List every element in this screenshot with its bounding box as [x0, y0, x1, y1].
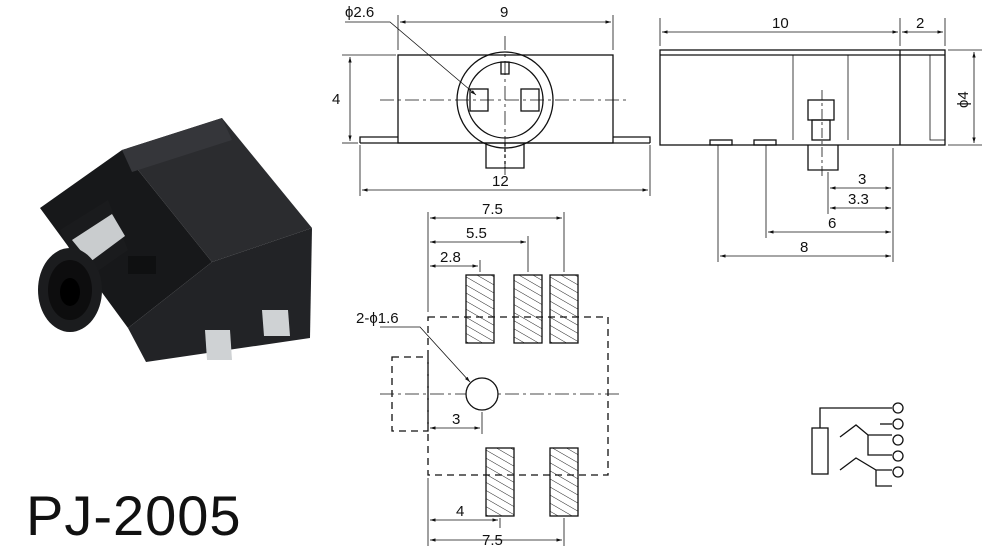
jack-top-rail: [122, 118, 232, 172]
product-photo: [38, 118, 312, 362]
side-body-outline: [659, 49, 946, 146]
metal-pin-2: [262, 310, 290, 336]
label-dim-6: 6: [828, 215, 836, 232]
label-dim-9: 9: [500, 4, 508, 21]
pad-top-1: [465, 274, 495, 344]
pad-top-3: [549, 274, 579, 344]
label-dim-4: 4: [332, 91, 340, 108]
model-title: PJ-2005: [26, 484, 242, 547]
phi-2-6-leader: [345, 21, 477, 96]
front-left-tab: [359, 136, 398, 143]
label-fp-hole: 2-ϕ1.6: [356, 310, 399, 327]
pcb-footprint: [380, 212, 620, 546]
label-dim-2: 2: [916, 15, 924, 32]
front-right-tab: [613, 136, 651, 143]
label-fp-2-8: 2.8: [440, 249, 461, 266]
schematic-terminal-1: [892, 402, 904, 414]
label-fp-3: 3: [452, 411, 460, 428]
schematic-ground-wire: [819, 407, 892, 428]
label-fp-5-5: 5.5: [466, 225, 487, 242]
side-contact-block: [807, 99, 835, 121]
hole-leader: [380, 326, 471, 383]
schematic-ring-spring: [839, 457, 892, 471]
label-phi-4: ϕ4: [955, 91, 972, 108]
pad-top-2: [513, 274, 543, 344]
metal-contact: [72, 214, 125, 262]
side-tab-1: [709, 139, 733, 146]
side-bottom-peg: [807, 145, 839, 171]
schematic-terminal-2: [892, 418, 904, 430]
label-phi-2-6: ϕ2.6: [345, 4, 374, 21]
side-plug-face: [929, 54, 946, 141]
metal-pin-1: [205, 330, 232, 360]
schematic-tip-spring: [839, 424, 892, 438]
pad-bottom-1: [485, 447, 515, 517]
label-fp-4: 4: [456, 503, 464, 520]
schematic-symbol: [811, 402, 904, 487]
schematic-terminal-4: [892, 450, 904, 462]
label-fp-7-5-bottom: 7.5: [482, 532, 503, 549]
mount-hole: [465, 377, 499, 411]
side-contact-stem: [811, 119, 831, 141]
jack-left-face: [40, 150, 212, 328]
schematic-tip-switch: [867, 435, 892, 456]
label-dim-12: 12: [492, 173, 509, 190]
front-body-outline: [397, 54, 614, 144]
schematic-plug-sleeve: [811, 427, 829, 475]
plug-hole-inner: [60, 278, 80, 306]
side-view: [659, 18, 982, 262]
schematic-ring-switch: [875, 470, 892, 487]
front-view: [342, 15, 651, 196]
label-dim-3: 3: [858, 171, 866, 188]
body-notch: [128, 256, 156, 274]
label-dim-8: 8: [800, 239, 808, 256]
side-tab-2: [753, 139, 777, 146]
schematic-terminal-3: [892, 434, 904, 446]
label-fp-7-5-top: 7.5: [482, 201, 503, 218]
label-dim-3-3: 3.3: [848, 191, 869, 208]
label-dim-10: 10: [772, 15, 789, 32]
schematic-terminal-5: [892, 466, 904, 478]
pad-bottom-2: [549, 447, 579, 517]
